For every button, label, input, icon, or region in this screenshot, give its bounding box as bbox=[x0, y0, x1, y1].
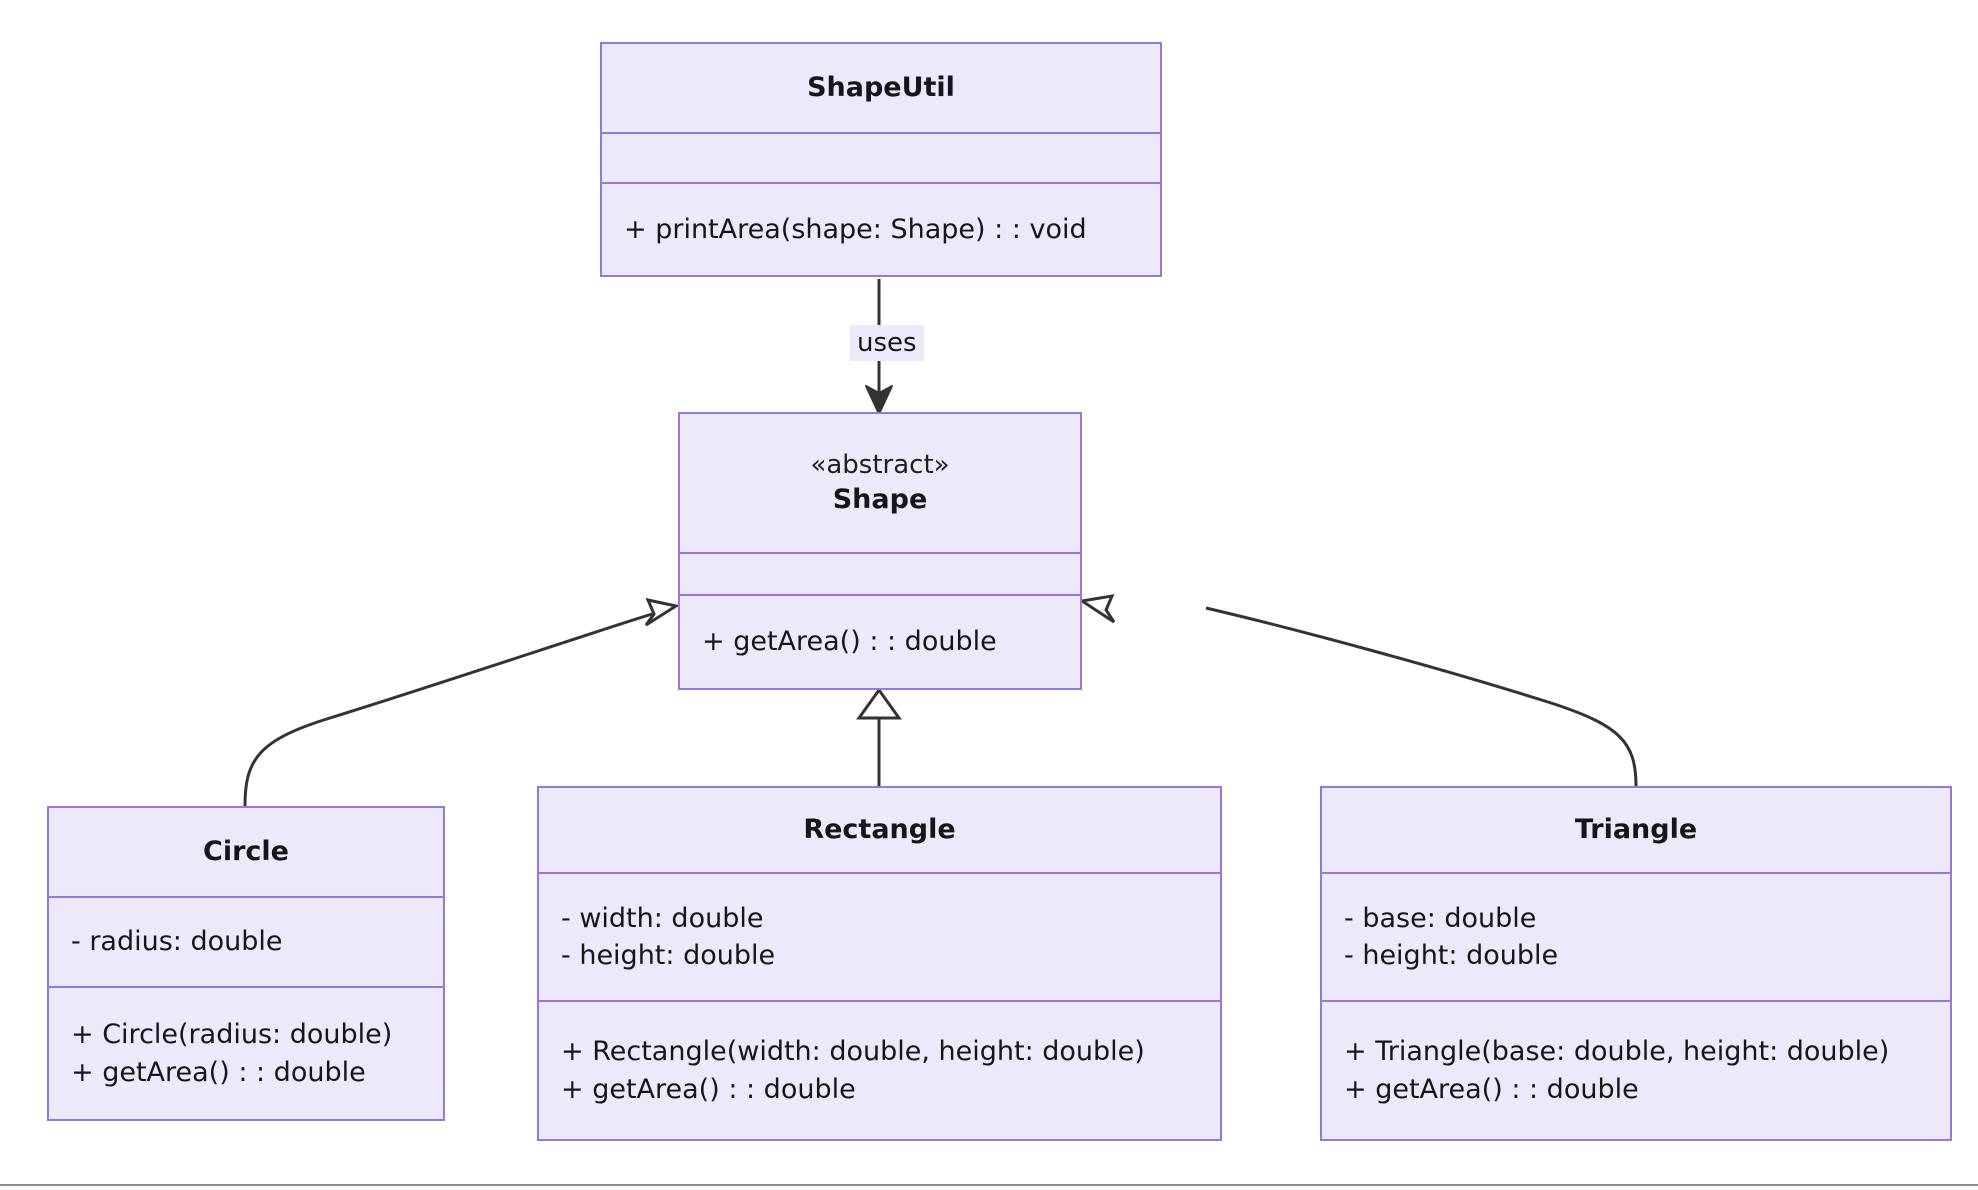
method-line: + Triangle(base: double, height: double) bbox=[1344, 1036, 1890, 1068]
attribute-line: - width: double bbox=[561, 902, 764, 934]
class-name-circle: Circle bbox=[203, 836, 289, 868]
edge-line-triangle-generalization bbox=[1205, 606, 1638, 787]
class-methods-compartment-shapeutil: + printArea(shape: Shape) : : void bbox=[602, 182, 1160, 275]
edge-label-uses: uses bbox=[850, 325, 924, 361]
class-title-compartment-shapeutil: ShapeUtil bbox=[602, 44, 1160, 132]
class-attributes-compartment-rectangle: - width: double - height: double bbox=[539, 872, 1220, 1000]
class-methods-compartment-rectangle: + Rectangle(width: double, height: doubl… bbox=[539, 1000, 1220, 1139]
edge-triangle-extends-shape[interactable] bbox=[1077, 594, 1638, 787]
edge-circle-extends-shape[interactable] bbox=[243, 597, 680, 807]
method-line: + Rectangle(width: double, height: doubl… bbox=[561, 1036, 1145, 1068]
class-title-compartment-rectangle: Rectangle bbox=[539, 788, 1220, 872]
class-name-triangle: Triangle bbox=[1574, 814, 1698, 846]
class-attributes-compartment-shape bbox=[680, 552, 1080, 594]
arrowhead-hollow-triangle-rectangle bbox=[856, 687, 902, 720]
class-title-compartment-circle: Circle bbox=[49, 808, 443, 896]
arrowhead-hollow-triangle-triangle bbox=[1077, 594, 1116, 624]
class-box-circle[interactable]: Circle - radius: double + Circle(radius:… bbox=[47, 806, 445, 1121]
method-line: + getArea() : : double bbox=[71, 1056, 366, 1088]
method-line: + getArea() : : double bbox=[1344, 1073, 1639, 1105]
attribute-line: - height: double bbox=[1344, 940, 1559, 971]
method-line: + getArea() : : double bbox=[561, 1073, 856, 1105]
footer-divider bbox=[0, 1184, 1978, 1186]
arrowhead-open-uses bbox=[865, 385, 893, 415]
method-line: + getArea() : : double bbox=[702, 626, 997, 658]
attribute-line: - base: double bbox=[1344, 902, 1537, 934]
class-box-shape[interactable]: «abstract» Shape + getArea() : : double bbox=[678, 412, 1082, 690]
class-attributes-compartment-circle: - radius: double bbox=[49, 896, 443, 986]
class-attributes-compartment-shapeutil bbox=[602, 132, 1160, 182]
attribute-line: - radius: double bbox=[71, 926, 283, 958]
method-line: + Circle(radius: double) bbox=[71, 1019, 393, 1051]
class-box-shapeutil[interactable]: ShapeUtil + printArea(shape: Shape) : : … bbox=[600, 42, 1162, 277]
class-box-rectangle[interactable]: Rectangle - width: double - height: doub… bbox=[537, 786, 1222, 1141]
edge-rectangle-extends-shape[interactable] bbox=[856, 687, 902, 786]
class-methods-compartment-circle: + Circle(radius: double) + getArea() : :… bbox=[49, 986, 443, 1119]
method-line: + printArea(shape: Shape) : : void bbox=[624, 213, 1087, 245]
class-name-rectangle: Rectangle bbox=[803, 814, 956, 846]
class-title-compartment-triangle: Triangle bbox=[1322, 788, 1950, 872]
class-methods-compartment-shape: + getArea() : : double bbox=[680, 594, 1080, 688]
class-methods-compartment-triangle: + Triangle(base: double, height: double)… bbox=[1322, 1000, 1950, 1139]
class-name-shape: Shape bbox=[832, 483, 928, 515]
edge-line-circle-generalization bbox=[243, 612, 653, 807]
class-title-compartment-shape: «abstract» Shape bbox=[680, 414, 1080, 552]
arrowhead-hollow-triangle-circle bbox=[644, 597, 680, 627]
attribute-line: - height: double bbox=[561, 940, 776, 971]
class-attributes-compartment-triangle: - base: double - height: double bbox=[1322, 872, 1950, 1000]
class-stereotype-shape: «abstract» bbox=[810, 450, 950, 481]
class-box-triangle[interactable]: Triangle - base: double - height: double… bbox=[1320, 786, 1952, 1141]
class-name-shapeutil: ShapeUtil bbox=[807, 72, 955, 104]
